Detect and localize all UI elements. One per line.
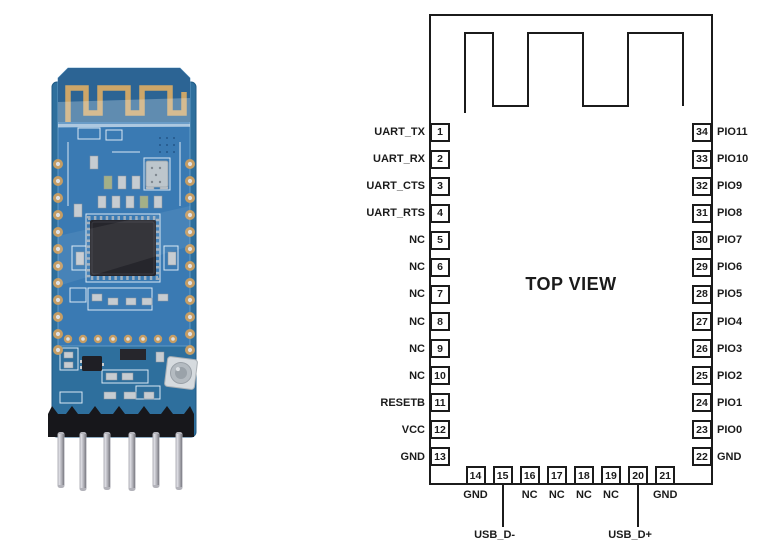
pin-label-11: RESETB bbox=[380, 396, 425, 409]
pin-box-9: 9 bbox=[430, 339, 450, 359]
pin-label-1: UART_TX bbox=[374, 126, 425, 138]
pin-box-1: 1 bbox=[430, 122, 450, 142]
header-pin bbox=[175, 432, 183, 490]
pin-label-26: PIO3 bbox=[717, 342, 743, 355]
header-pin bbox=[128, 432, 136, 491]
sot23-transistor bbox=[80, 356, 104, 371]
pin-label-23: PIO0 bbox=[717, 423, 743, 436]
pin-label-18: NC bbox=[575, 489, 592, 501]
pin-box-27: 27 bbox=[692, 312, 712, 332]
pin-box-26: 26 bbox=[692, 339, 712, 359]
diagram-title: TOP VIEW bbox=[525, 274, 617, 294]
pin-box-30: 30 bbox=[692, 230, 712, 250]
pin-label-31: PIO8 bbox=[717, 207, 743, 220]
pin-box-20: 20 bbox=[628, 466, 649, 485]
pin-label-25: PIO2 bbox=[717, 369, 743, 382]
pin-box-10: 10 bbox=[430, 366, 450, 386]
pin-label-13: GND bbox=[400, 450, 425, 463]
pin-box-13: 13 bbox=[430, 447, 450, 467]
pin-box-15: 15 bbox=[492, 466, 513, 485]
pin-label-9: NC bbox=[409, 342, 425, 355]
pin-label-2: UART_RX bbox=[373, 153, 425, 166]
pin-label-5: NC bbox=[409, 234, 425, 247]
antenna-zone bbox=[58, 68, 190, 122]
header-pins bbox=[57, 432, 183, 491]
pin-box-8: 8 bbox=[430, 312, 450, 332]
qfn-chip bbox=[86, 216, 160, 280]
header-pin bbox=[103, 432, 111, 490]
pin-label-14: GND bbox=[463, 489, 488, 501]
pin-box-31: 31 bbox=[692, 203, 712, 223]
antenna-trace bbox=[65, 85, 187, 122]
pin-label-24: PIO1 bbox=[717, 396, 743, 409]
pin-header bbox=[48, 406, 194, 437]
pin-label-15: USB_D- bbox=[474, 529, 516, 541]
pin-box-24: 24 bbox=[692, 393, 712, 413]
pin-label-19: NC bbox=[603, 489, 619, 501]
pin-label-16: NC bbox=[521, 489, 538, 501]
pin-box-33: 33 bbox=[692, 149, 712, 169]
pin-box-16: 16 bbox=[519, 466, 540, 485]
pin-box-2: 2 bbox=[430, 149, 450, 169]
film-sheen bbox=[58, 98, 190, 128]
header-pin bbox=[79, 432, 87, 491]
pin-label-27: PIO4 bbox=[717, 315, 743, 328]
glare bbox=[58, 206, 190, 286]
passive-components bbox=[63, 155, 177, 400]
pin-label-33: PIO10 bbox=[717, 153, 749, 166]
crystal-oscillator bbox=[145, 160, 169, 188]
pin-label-20: USB_D+ bbox=[608, 529, 652, 541]
pin-label-6: NC bbox=[409, 261, 425, 274]
pin-label-22: GND bbox=[717, 450, 742, 463]
small-ic bbox=[120, 349, 146, 360]
pin-box-4: 4 bbox=[430, 203, 450, 223]
pin-label-4: UART_RTS bbox=[366, 207, 425, 220]
pin-box-7: 7 bbox=[430, 284, 450, 304]
pin-label-28: PIO5 bbox=[717, 288, 743, 301]
pin-box-23: 23 bbox=[692, 420, 712, 440]
pin-box-29: 29 bbox=[692, 257, 712, 277]
callout-line-15 bbox=[501, 485, 504, 527]
pin-label-12: VCC bbox=[401, 423, 425, 436]
pin-label-8: NC bbox=[409, 315, 425, 328]
pin-label-29: PIO6 bbox=[717, 261, 743, 274]
pin-box-21: 21 bbox=[655, 466, 676, 485]
pin-label-30: PIO7 bbox=[717, 234, 743, 247]
pin-label-17: NC bbox=[548, 489, 565, 501]
header-pin bbox=[57, 432, 65, 488]
via-dots bbox=[159, 137, 175, 153]
pin-label-3: UART_CTS bbox=[366, 180, 425, 193]
pin-box-12: 12 bbox=[430, 420, 450, 440]
pin-box-28: 28 bbox=[692, 284, 712, 304]
pin-box-25: 25 bbox=[692, 366, 712, 386]
pin-label-7: NC bbox=[409, 288, 425, 301]
silkscreen bbox=[59, 127, 181, 404]
bluetooth-module-photo bbox=[48, 67, 198, 491]
pin-box-34: 34 bbox=[692, 122, 712, 142]
pin-box-32: 32 bbox=[692, 176, 712, 196]
pin-label-10: NC bbox=[409, 369, 425, 382]
pin-label-32: PIO9 bbox=[717, 180, 743, 193]
pin-box-19: 19 bbox=[601, 466, 621, 485]
module-outline bbox=[429, 14, 713, 485]
pin-box-5: 5 bbox=[430, 230, 450, 250]
reset-button bbox=[164, 356, 198, 390]
pin-box-6: 6 bbox=[430, 257, 450, 277]
pin-label-34: PIO11 bbox=[717, 126, 748, 138]
pin-box-22: 22 bbox=[692, 447, 712, 467]
pin-box-14: 14 bbox=[465, 466, 486, 485]
pin-box-17: 17 bbox=[546, 466, 567, 485]
pin-box-11: 11 bbox=[430, 393, 450, 413]
header-pin bbox=[152, 432, 160, 488]
pin-box-18: 18 bbox=[573, 466, 594, 485]
pin-box-3: 3 bbox=[430, 176, 450, 196]
antenna-meander-symbol bbox=[464, 32, 684, 113]
film-edge bbox=[58, 124, 190, 127]
callout-line-20 bbox=[637, 485, 640, 527]
pin-label-21: GND bbox=[652, 489, 678, 501]
